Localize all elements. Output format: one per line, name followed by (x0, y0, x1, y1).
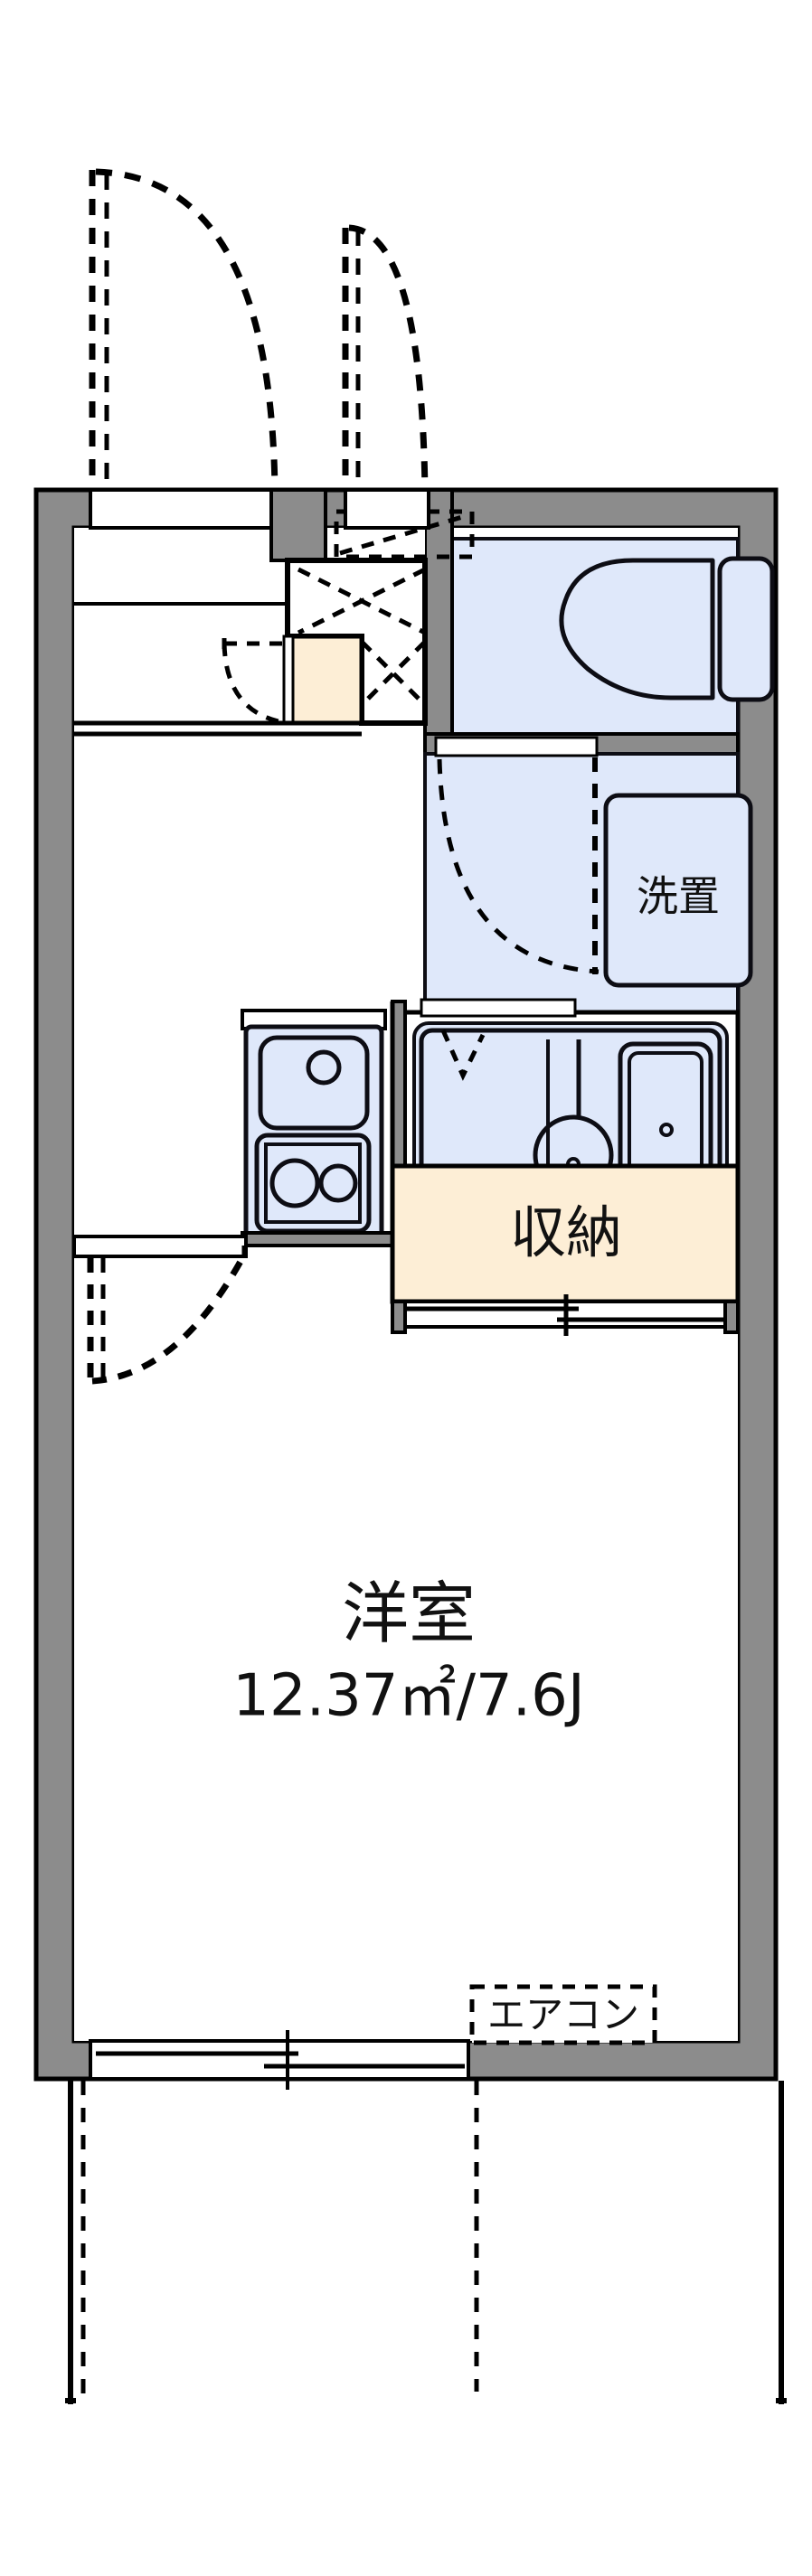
stove-burner-small (318, 1163, 358, 1203)
toilet-door[interactable] (342, 224, 429, 493)
balcony-window-frame (89, 2039, 470, 2081)
storage-label: 収納 (510, 1199, 622, 1265)
aircon-annotation: エアコン (469, 1984, 657, 2045)
washing-machine-pan (603, 793, 753, 988)
kitchen-base-wall (241, 1231, 394, 1247)
aircon-label: エアコン (487, 1993, 639, 2037)
bath-door-arc (437, 758, 600, 974)
storage-closet-floor (390, 1163, 741, 1304)
toilet-tank (717, 556, 775, 702)
entrance-closet-door[interactable] (222, 638, 288, 726)
entrance-door-arc (95, 168, 279, 493)
entrance-door[interactable] (89, 168, 279, 493)
entrance-door-opening (89, 488, 273, 530)
washer-door-opening (434, 736, 599, 757)
top-wall-openings (89, 488, 430, 530)
aircon-box (469, 1984, 657, 2045)
shoe-box-diag-d (360, 640, 427, 707)
main-room-label: 洋室 (342, 1575, 476, 1653)
main-room-label-group: 洋室 12.37㎡/7.6J (232, 1575, 584, 1730)
bathtub-drain (659, 1123, 674, 1137)
storage-sliding-door[interactable] (401, 1294, 729, 1336)
closet-door-arc (222, 643, 288, 726)
balcony-sliding-window[interactable] (89, 2030, 470, 2090)
storage-closet: 収納 (390, 1163, 741, 1336)
balcony-extension (65, 2081, 787, 2404)
toilet-fixture (559, 556, 775, 702)
toilet-door-arc (348, 224, 429, 493)
storage-right-jamb (723, 1300, 740, 1334)
toilet-bowl (559, 558, 715, 700)
shoe-box-fixture (297, 509, 475, 707)
main-room-area-label: 12.37㎡/7.6J (232, 1663, 584, 1730)
shoe-box-diag-b (297, 567, 427, 635)
hall-door-opening (72, 1235, 248, 1258)
entrance-closet (288, 634, 364, 726)
bath-threshold (420, 998, 577, 1018)
entrance-closet-door-panel (282, 635, 295, 725)
partition-lines (241, 1001, 395, 1256)
washer-label: 洗置 (637, 872, 720, 921)
bath-door[interactable] (437, 757, 600, 974)
stove-burner-large (269, 1158, 320, 1208)
sink-drain (306, 1049, 342, 1086)
shoe-box-diag-c (360, 640, 427, 707)
toilet-door-opening (344, 488, 430, 530)
entrance-hall (74, 488, 475, 737)
hall-door-arc (91, 1256, 246, 1385)
storage-left-jamb (391, 1300, 407, 1334)
entrance-top-partition (269, 488, 327, 562)
kitchen-counter (241, 1009, 394, 1247)
shower-head-marker (440, 1029, 486, 1081)
kitchen-sink-fixture (258, 1035, 370, 1131)
washer-space: 洗置 (423, 736, 753, 1014)
